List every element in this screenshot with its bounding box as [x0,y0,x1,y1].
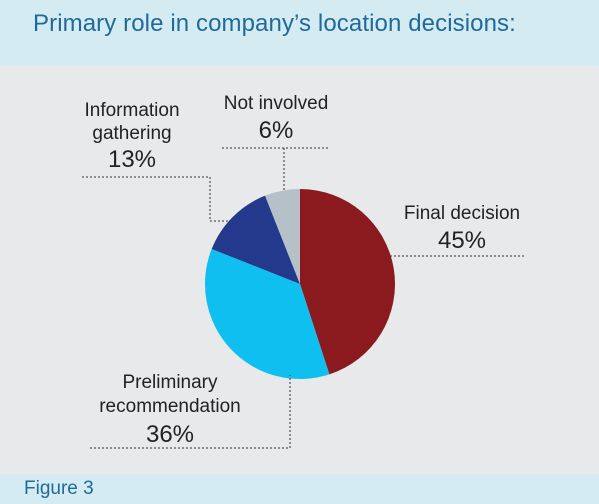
pie-slice-information-gathering [211,195,300,284]
label-not-involved-name: Not involved [224,93,329,114]
label-preliminary-recommendation-line1: Preliminary [122,372,218,393]
figure-footer: Figure 3 [0,474,599,504]
leader-not-involved [222,147,329,190]
label-information-gathering-value: 13% [108,146,156,173]
pie-chart: Not involved 6% Information gathering 13… [82,93,525,449]
figure-header: Primary role in company’s location decis… [0,0,599,66]
figure-label: Figure 3 [24,478,94,499]
pie-slices [204,189,396,380]
label-preliminary-recommendation-line2: recommendation [99,396,241,417]
label-final-decision-value: 45% [438,227,486,254]
leader-preliminary-recommendation [90,375,291,449]
chart-title: Primary role in company’s location decis… [33,10,516,37]
pie-slice-not-involved [265,189,300,284]
label-not-involved-value: 6% [259,117,294,144]
leader-information-gathering [82,176,231,222]
label-preliminary-recommendation-value: 36% [146,421,194,448]
label-final-decision-name: Final decision [404,203,520,224]
pie-slice-preliminary-recommendation [204,249,330,380]
pie-slice-final-decision [300,189,396,375]
label-information-gathering-line1: Information [84,100,179,121]
label-information-gathering-line2: gathering [92,123,171,144]
